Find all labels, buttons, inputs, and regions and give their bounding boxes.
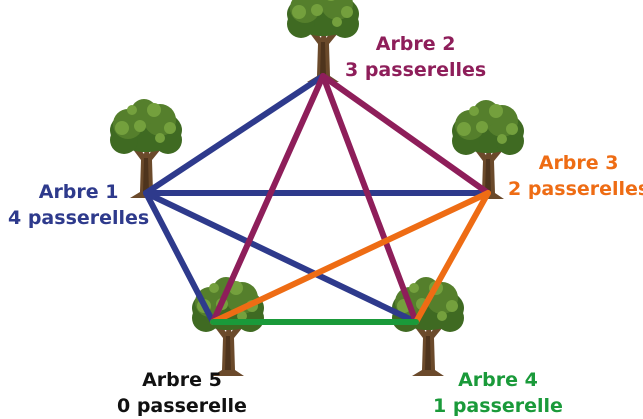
tree-2-name: Arbre 2 — [375, 33, 456, 55]
bridge-2-5 — [210, 73, 326, 325]
bridge-3-4 — [413, 190, 491, 325]
tree-5-bridge-count: 0 passerelle — [117, 395, 247, 417]
bridge-3-5 — [210, 190, 491, 325]
bridge-1-5 — [143, 190, 216, 325]
bridge-2-3 — [320, 73, 491, 196]
bridge-1-4 — [143, 190, 419, 325]
tree-4-bridge-count: 1 passerelle — [433, 395, 563, 417]
bridge-2-4 — [320, 73, 419, 325]
tree-2-label: Arbre 2 3 passerelles — [345, 31, 486, 83]
tree-1-name: Arbre 1 — [38, 181, 119, 203]
tree-3-bridge-count: 2 passerelles — [508, 178, 643, 200]
bridge-1-2 — [143, 73, 326, 196]
tree-4-name: Arbre 4 — [458, 369, 538, 391]
tree-3-name: Arbre 3 — [538, 152, 619, 174]
tree-1-bridge-count: 4 passerelles — [8, 207, 150, 229]
bridges-layer — [143, 73, 491, 325]
tree-2-bridge-count: 3 passerelles — [345, 59, 487, 81]
tree-1-label: Arbre 1 4 passerelles — [8, 179, 149, 231]
tree-5-name: Arbre 5 — [142, 369, 222, 391]
tree-5-label: Arbre 5 0 passerelle — [117, 367, 247, 419]
tree-3-label: Arbre 3 2 passerelles — [508, 150, 643, 202]
tree-4-label: Arbre 4 1 passerelle — [433, 367, 563, 419]
